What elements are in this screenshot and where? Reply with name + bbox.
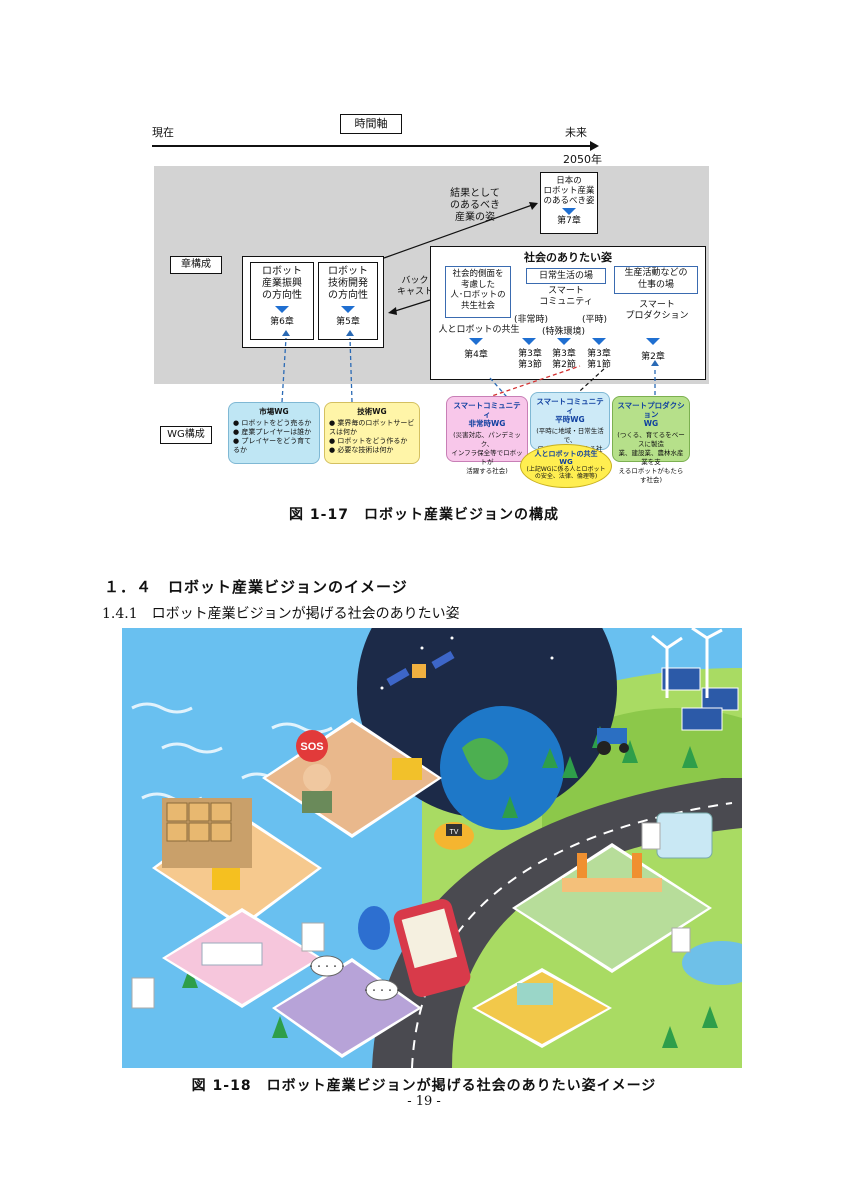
- figure-18-caption: 図 1-18 ロボット産業ビジョンが掲げる社会のありたい姿イメージ: [191, 1078, 657, 1094]
- emergency-wg-title: スマートコミュニティ 非常時WG: [453, 401, 521, 428]
- subsection-heading: 1.4.1 ロボット産業ビジョンが掲げる社会のありたい姿: [102, 606, 460, 622]
- chapter-5: 第5章: [336, 317, 360, 327]
- chapter-3-1: 第3章 第1節: [587, 349, 611, 370]
- market-wg-title: 市場WG: [259, 407, 289, 416]
- future-box-text: 日本の ロボット産業 のあるべき姿: [543, 176, 595, 206]
- coexist-box-text: 社会的側面を 考慮した 人･ロボットの 共生社会: [450, 269, 506, 311]
- production-box: 生産活動などの 仕事の場: [614, 266, 698, 294]
- normal-wg: スマートコミュニティ 平時WG (平時に地域・日常生活で、 ロボットが活躍する社…: [530, 392, 610, 462]
- time-axis-start: 現在: [152, 126, 174, 139]
- society-title: 社会のありたい姿: [524, 251, 612, 264]
- market-wg-item: ● プレイヤーをどう育てるか: [233, 437, 312, 454]
- emergency-wg: スマートコミュニティ 非常時WG (災害対応、パンデミック、 インフラ保全等でロ…: [446, 396, 528, 475]
- tech-wg-item: ● ロボットをどう作るか: [329, 437, 408, 445]
- greenhouse: [656, 812, 713, 859]
- autonomous-bus: [393, 899, 471, 997]
- normal-wg-title: スマートコミュニティ 平時WG: [536, 397, 604, 424]
- chapter-3-2: 第3章 第2節: [552, 349, 576, 370]
- tech-wg-item: ● 必要な技術は何か: [329, 446, 394, 454]
- tech-dev-text: ロボット 技術開発 の方向性: [328, 266, 368, 301]
- tech-wg: 技術WG ● 業界毎のロボットサービスは何か ● ロボットをどう作るか ● 必要…: [324, 402, 420, 464]
- coexist-label: 人とロボットの共生: [438, 325, 520, 335]
- time-axis-year: 2050年: [563, 153, 602, 166]
- pond: [682, 941, 742, 985]
- ch4-arrow: [469, 338, 483, 345]
- backcast-label: バック キャスト: [396, 276, 433, 297]
- tech-wg-title: 技術WG: [357, 407, 387, 416]
- backcast-arrow: [388, 299, 431, 315]
- time-axis-end: 未来: [565, 126, 587, 139]
- solar-panels: [661, 667, 739, 731]
- normal-label: (平時): [582, 315, 608, 325]
- time-axis-arrow: [152, 141, 599, 151]
- production-wg-text: (つくる、育てるをベースに製造 業、建設業、農林水産業を支 えるロボットがもたら…: [617, 431, 685, 484]
- factory-platform: [512, 843, 712, 973]
- future-down-arrow: [562, 208, 576, 215]
- svg-text:・・・・・: ・・・・・: [307, 962, 347, 971]
- care-platform: [162, 908, 322, 1008]
- future-chapter: 第7章: [557, 216, 581, 226]
- time-axis-label: 時間軸: [340, 114, 402, 134]
- ch2-arrow: [646, 338, 660, 345]
- society-vision-illustration: SOS ・・・・・ ・・・・・: [122, 628, 742, 1068]
- coexist-wg-text: (上記WGに係る人とロボット の安全、法律、倫理等): [526, 466, 606, 480]
- ch3-1-arrow: [592, 338, 606, 345]
- smart-production-label: スマート プロダクション: [625, 300, 689, 321]
- result-arrow: [383, 202, 538, 259]
- future-box: 日本の ロボット産業 のあるべき姿 第7章: [540, 172, 598, 234]
- coexist-wg-title: 人とロボットの共生 WG: [534, 450, 598, 466]
- figure-17-caption: 図 1-17 ロボット産業ビジョンの構成: [289, 507, 559, 523]
- chapter-6: 第6章: [270, 317, 294, 327]
- tractor-icon: [597, 728, 629, 755]
- mobility-pod: [358, 906, 390, 950]
- playroom-platform: [472, 968, 612, 1048]
- emergency-label: (非常時): [514, 315, 549, 325]
- industry-promotion-text: ロボット 産業振興 の方向性: [262, 266, 302, 301]
- conversation-platform: ・・・・・ ・・・・・: [272, 955, 422, 1058]
- svg-text:・・・・・: ・・・・・: [362, 986, 402, 995]
- wg-row-label: WG構成: [160, 426, 212, 444]
- satellite-icon: [386, 651, 455, 686]
- market-wg-item: ● ロボットをどう売るか: [233, 419, 312, 427]
- chapter-4: 第4章: [464, 350, 488, 360]
- warehouse-platform: [152, 798, 322, 928]
- svg-text:TV: TV: [450, 829, 459, 836]
- windmill-icon: [651, 628, 723, 698]
- market-wg-item: ● 産業プレイヤーは誰か: [233, 428, 312, 436]
- chapter-row-label: 章構成: [170, 256, 222, 274]
- production-wg-title: スマートプロダクション WG: [617, 401, 685, 428]
- svg-text:SOS: SOS: [300, 741, 323, 753]
- page-number: - 19 -: [407, 1094, 441, 1109]
- tech-dev-box: ロボット 技術開発 の方向性 第5章: [318, 262, 378, 340]
- section-heading: １．４ ロボット産業ビジョンのイメージ: [104, 578, 408, 596]
- coexist-wg: 人とロボットの共生 WG (上記WGに係る人とロボット の安全、法律、倫理等): [520, 444, 612, 488]
- production-wg: スマートプロダクション WG (つくる、育てるをベースに製造 業、建設業、農林水…: [612, 396, 690, 484]
- sos-sign: SOS: [296, 730, 328, 762]
- industry-promotion-box: ロボット 産業振興 の方向性 第6章: [250, 262, 314, 340]
- ch5-down-arrow: [341, 306, 355, 313]
- result-note: 結果として のあるべき 産業の姿: [450, 188, 500, 223]
- smart-community-label: スマート コミュニティ: [539, 286, 593, 307]
- tv-robot-car: TV: [434, 822, 474, 850]
- daily-life-box: 日常生活の場: [526, 268, 606, 284]
- chapter-2: 第2章: [641, 352, 665, 362]
- emergency-wg-text: (災害対応、パンデミック、 インフラ保全等でロボットが 活躍する社会): [451, 431, 523, 475]
- ch6-down-arrow: [275, 306, 289, 313]
- market-wg: 市場WG ● ロボットをどう売るか ● 産業プレイヤーは誰か ● プレイヤーをど…: [228, 402, 320, 464]
- chapter-3-3: 第3章 第3節: [518, 349, 542, 370]
- special-env-label: (特殊環境): [542, 327, 586, 337]
- coexist-box: 社会的側面を 考慮した 人･ロボットの 共生社会: [445, 266, 511, 318]
- ch3-3-arrow: [522, 338, 536, 345]
- ch3-2-arrow: [557, 338, 571, 345]
- tech-wg-item: ● 業界毎のロボットサービスは何か: [329, 419, 415, 436]
